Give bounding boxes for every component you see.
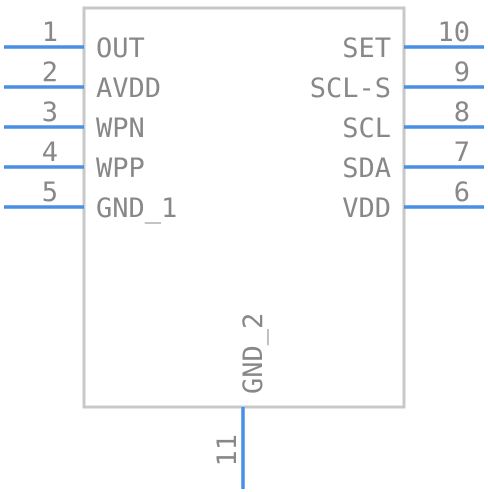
pin-4-number: 4 (42, 137, 58, 168)
pin-name-out: OUT (96, 33, 145, 64)
pin-name-gnd-2: GND_2 (238, 313, 269, 394)
pin-name-scl: SCL (342, 113, 391, 144)
pin-9-number: 9 (454, 57, 470, 88)
pin-6-number: 6 (454, 177, 470, 208)
pin-name-wpp: WPP (96, 153, 145, 184)
pin-name-wpn: WPN (96, 113, 145, 144)
pin-8-number: 8 (454, 97, 470, 128)
pin-11-number: 11 (212, 434, 243, 467)
pin-1-number: 1 (42, 17, 58, 48)
pin-name-scl-s: SCL-S (310, 73, 391, 104)
pin-name-sda: SDA (342, 153, 391, 184)
pin-5-number: 5 (42, 177, 58, 208)
pin-2-number: 2 (42, 57, 58, 88)
pin-name-set: SET (342, 33, 391, 64)
pin-name-avdd: AVDD (96, 73, 161, 104)
pin-3-number: 3 (42, 97, 58, 128)
pin-name-vdd: VDD (342, 193, 391, 224)
pin-7-number: 7 (454, 137, 470, 168)
pin-name-gnd-1: GND_1 (96, 193, 177, 224)
pin-10-number: 10 (437, 17, 470, 48)
